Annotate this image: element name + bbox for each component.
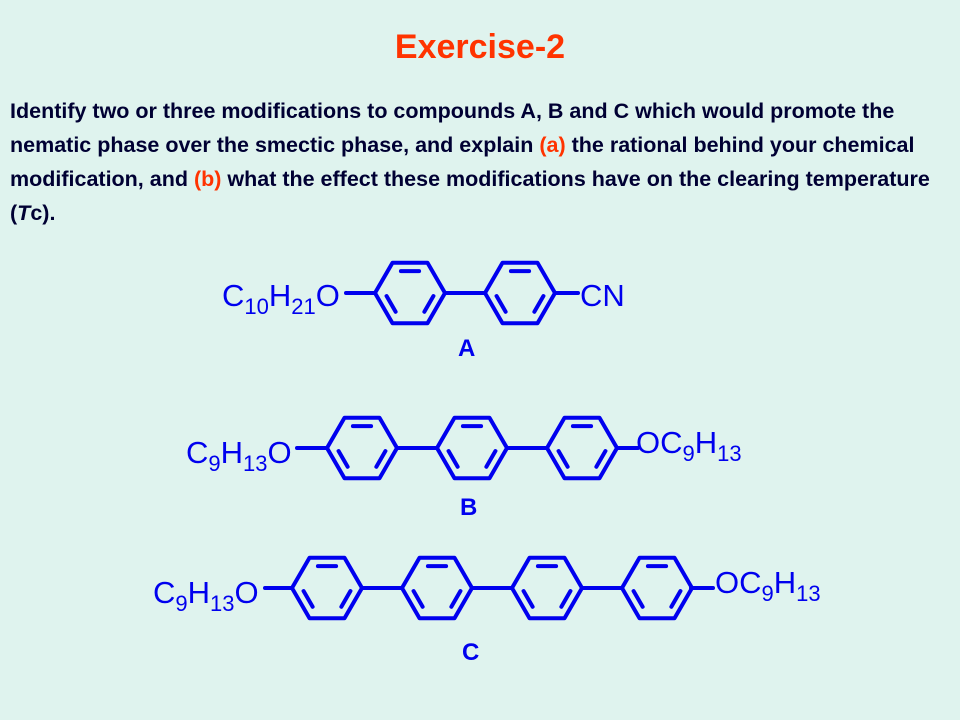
question-text: Identify two or three modifications to c…	[10, 94, 955, 230]
compound-b-ring-1	[325, 415, 399, 481]
compound-c-ring-1	[290, 555, 364, 621]
compound-c-ring-3	[510, 555, 584, 621]
compound-b-ring-3	[545, 415, 619, 481]
question-part-4: ).	[42, 201, 56, 225]
compound-c-rings	[263, 555, 715, 621]
compound-a-right-group: CN	[580, 278, 625, 313]
compound-b-ring-2	[435, 415, 509, 481]
compound-b-rings	[295, 415, 640, 481]
compound-a-left-group: C10H21O	[222, 278, 340, 319]
question-part-1: Identify two or three modifications to c…	[10, 99, 895, 157]
compound-b-left-group: C9H13O	[186, 435, 292, 476]
compound-a: C10H21O CN A	[222, 260, 625, 362]
compound-c: C9H13O OC9H13 C	[153, 555, 821, 666]
compound-a-ring-2	[483, 260, 557, 326]
compound-b-right-group: OC9H13	[636, 425, 742, 466]
label-b: (b)	[193, 167, 222, 191]
compound-b-label: B	[460, 494, 477, 521]
tc-symbol: T	[17, 201, 31, 225]
label-a: (a)	[539, 133, 566, 157]
compound-b: C9H13O OC9H13 B	[186, 415, 742, 521]
tc-subscript: c	[30, 201, 43, 225]
question-part-2: the rational behind your chemical modifi…	[10, 133, 915, 191]
compound-c-label: C	[462, 639, 479, 666]
page-title: Exercise-2	[394, 28, 566, 66]
question-part-3: what the effect these modifications have…	[10, 167, 930, 225]
compound-c-right-group: OC9H13	[715, 565, 821, 606]
compound-c-ring-4	[620, 555, 694, 621]
compound-c-ring-2	[400, 555, 474, 621]
compound-a-rings	[344, 260, 580, 326]
compound-a-ring-1	[373, 260, 447, 326]
compound-a-label: A	[458, 335, 475, 362]
compound-c-left-group: C9H13O	[153, 575, 259, 616]
